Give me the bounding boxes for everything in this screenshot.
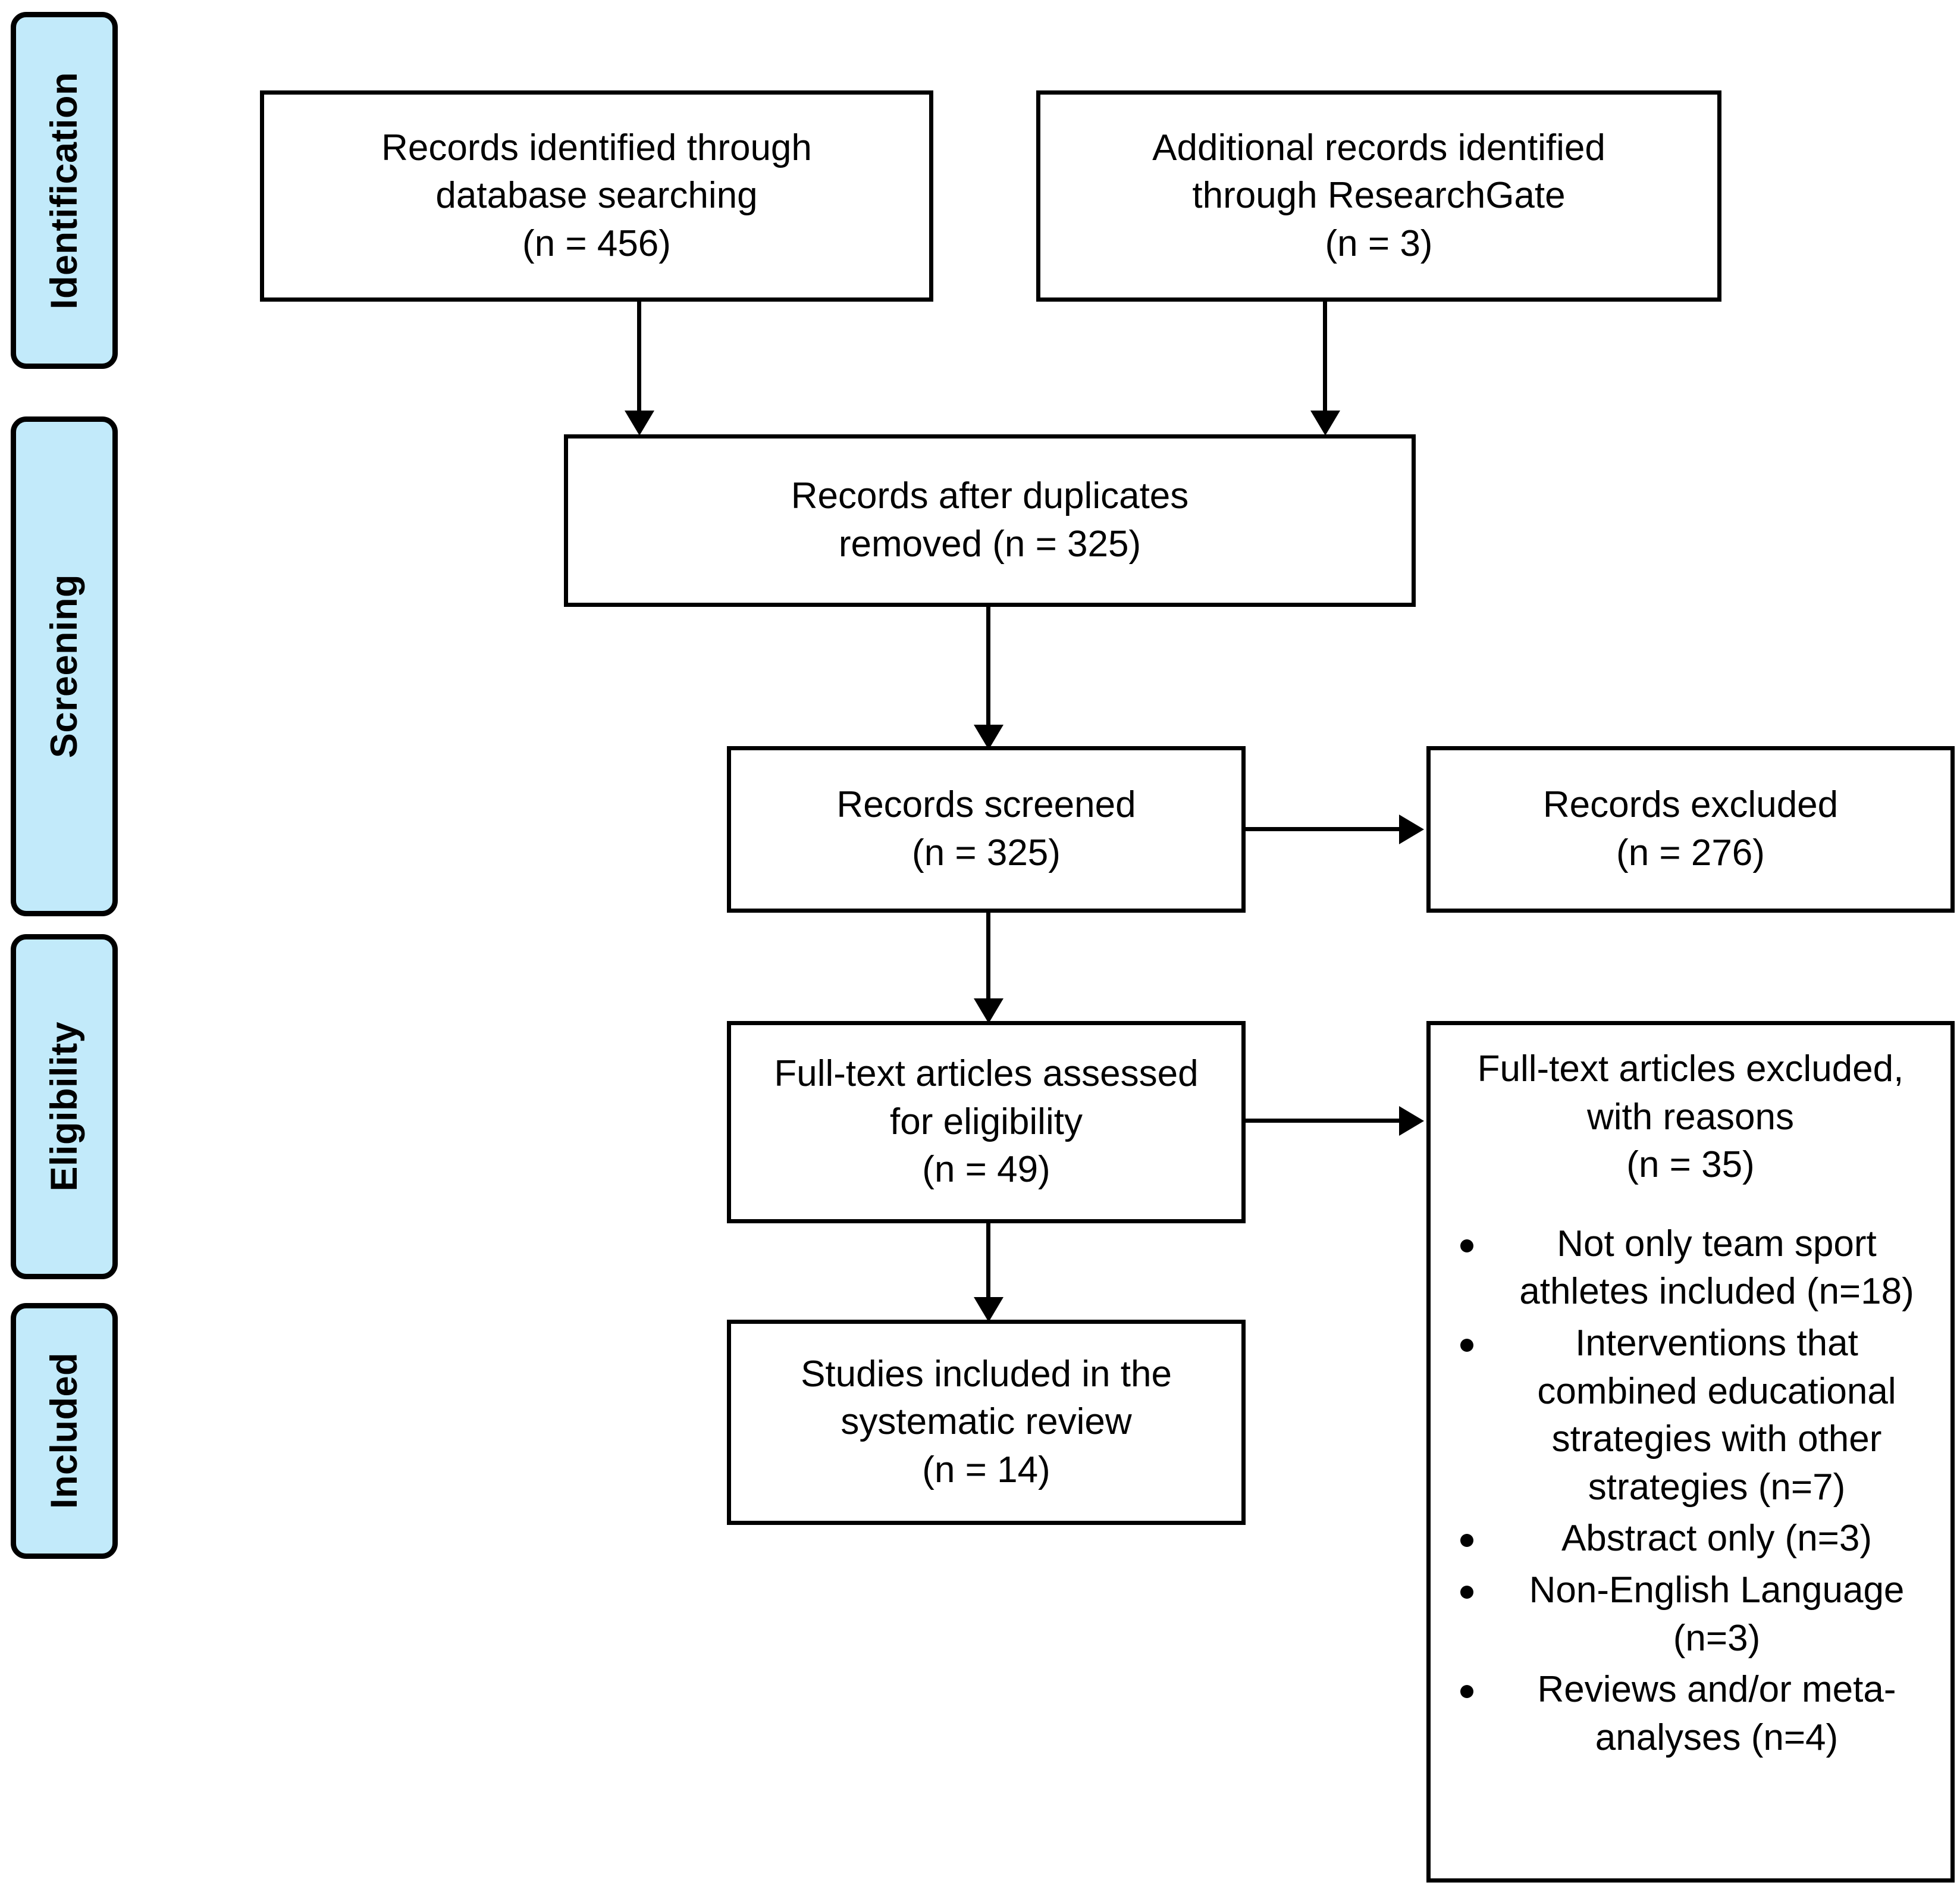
bullet-icon [1460, 1534, 1473, 1548]
box-additional-line2: through ResearchGate [1192, 175, 1566, 217]
box-fulltext-line2: for eligibility [890, 1101, 1083, 1142]
box-records-after-duplicates-removed: Records after duplicates removed (n = 32… [564, 434, 1416, 607]
box-excluded-count: (n = 276) [1616, 832, 1765, 873]
connector-db-to-duplicates-arrow [625, 411, 654, 436]
connector-screened-to-excluded-arrow [1399, 815, 1424, 844]
box-studies-included-systematic-review: Studies included in the systematic revie… [727, 1320, 1246, 1525]
box-reasons-count: (n = 35) [1626, 1144, 1755, 1186]
box-screened-line1: Records screened [836, 784, 1136, 826]
stage-label-screening: Screening [11, 416, 118, 916]
box-additional-count: (n = 3) [1325, 223, 1433, 264]
box-duplicates-line1: Records after duplicates [791, 475, 1189, 517]
connector-db-to-duplicates-line [637, 302, 641, 421]
connector-duplicates-to-screened-arrow [974, 725, 1003, 750]
connector-fulltext-to-included-line [986, 1223, 990, 1307]
box-reasons-line1: Full-text articles excluded, [1477, 1048, 1904, 1089]
exclusion-reason-text: Non-English Language (n=3) [1529, 1569, 1905, 1659]
box-additional-line1: Additional records identified [1152, 127, 1605, 168]
bullet-icon [1460, 1338, 1473, 1352]
box-excluded-line1: Records excluded [1542, 784, 1839, 826]
connector-screened-to-fulltext-arrow [974, 998, 1003, 1023]
exclusion-reason-text: Reviews and/or meta-analyses (n=4) [1537, 1669, 1896, 1758]
connector-duplicates-to-screened-line [986, 607, 990, 735]
stage-label-eligibility: Eligibility [11, 934, 118, 1279]
stage-label-eligibility-text: Eligibility [43, 1022, 85, 1192]
connector-fulltext-to-reasons-arrow [1399, 1106, 1424, 1136]
stage-label-identification-text: Identification [43, 71, 85, 309]
connector-additional-to-duplicates-arrow [1310, 411, 1340, 436]
exclusion-reason-item: Non-English Language (n=3) [1442, 1567, 1939, 1662]
exclusion-reason-text: Not only team sport athletes included (n… [1519, 1223, 1914, 1313]
connector-additional-to-duplicates-line [1323, 302, 1327, 421]
exclusion-reason-item: Abstract only (n=3) [1442, 1515, 1939, 1563]
connector-screened-to-fulltext-line [986, 913, 990, 1008]
box-fulltext-excluded-with-reasons: Full-text articles excluded, with reason… [1426, 1021, 1955, 1883]
bullet-icon [1460, 1685, 1473, 1699]
box-reasons-line2: with reasons [1586, 1096, 1795, 1138]
exclusion-reason-item: Interventions that combined educational … [1442, 1320, 1939, 1511]
box-fulltext-count: (n = 49) [922, 1149, 1050, 1191]
box-screened-count: (n = 325) [912, 832, 1061, 873]
box-records-identified-database: Records identified through database sear… [260, 90, 933, 302]
exclusion-reason-item: Reviews and/or meta-analyses (n=4) [1442, 1666, 1939, 1762]
exclusion-reasons-list: Not only team sport athletes included (n… [1442, 1220, 1939, 1766]
box-included-line1: Studies included in the [801, 1353, 1172, 1395]
exclusion-reason-item: Not only team sport athletes included (n… [1442, 1220, 1939, 1316]
box-duplicates-line2: removed (n = 325) [838, 524, 1141, 565]
box-fulltext-assessed-eligibility: Full-text articles assessed for eligibil… [727, 1021, 1246, 1223]
box-db-search-line2: database searching [435, 175, 758, 217]
box-db-search-count: (n = 456) [522, 223, 671, 264]
connector-screened-to-excluded-line [1246, 827, 1401, 831]
box-records-screened: Records screened (n = 325) [727, 746, 1246, 913]
box-fulltext-line1: Full-text articles assessed [774, 1053, 1199, 1095]
stage-label-included: Included [11, 1303, 118, 1559]
reasons-heading: Full-text articles excluded, with reason… [1442, 1045, 1939, 1189]
stage-label-screening-text: Screening [43, 574, 85, 759]
box-db-search-line1: Records identified through [381, 127, 812, 168]
bullet-icon [1460, 1585, 1473, 1599]
connector-fulltext-to-reasons-line [1246, 1119, 1401, 1123]
exclusion-reason-text: Abstract only (n=3) [1561, 1518, 1873, 1559]
box-records-excluded: Records excluded (n = 276) [1426, 746, 1955, 913]
box-additional-records-researchgate: Additional records identified through Re… [1036, 90, 1721, 302]
box-included-count: (n = 14) [922, 1449, 1050, 1490]
stage-label-included-text: Included [43, 1352, 85, 1509]
stage-label-identification: Identification [11, 12, 118, 369]
connector-fulltext-to-included-arrow [974, 1297, 1003, 1322]
bullet-icon [1460, 1239, 1473, 1252]
box-included-line2: systematic review [841, 1401, 1132, 1443]
exclusion-reason-text: Interventions that combined educational … [1537, 1322, 1896, 1508]
